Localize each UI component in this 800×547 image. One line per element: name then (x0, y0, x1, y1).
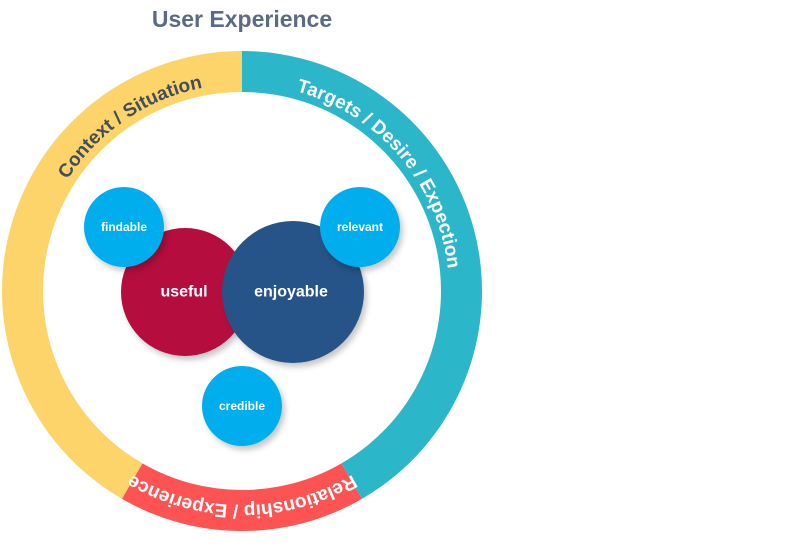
credible-label: credible (219, 399, 265, 413)
enjoyable-circle (222, 221, 364, 363)
relevant-label: relevant (337, 220, 383, 234)
findable-circle (84, 187, 164, 267)
bubble-findable: findable (84, 187, 164, 267)
bubble-credible: credible (202, 366, 282, 446)
useful-circle (121, 228, 249, 356)
credible-circle (202, 366, 282, 446)
findable-label: findable (101, 220, 147, 234)
bubble-useful (121, 228, 249, 356)
enjoyable-label: enjoyable (254, 284, 328, 301)
relevant-circle (320, 187, 400, 267)
useful-label: useful (160, 284, 207, 301)
diagram-title: User Experience (151, 6, 333, 32)
bubble-enjoyable (222, 221, 364, 363)
bubble-relevant: relevant (320, 187, 400, 267)
ring-segment-targets (242, 51, 483, 499)
ring-segment-relationship (122, 463, 362, 531)
context-ring (1, 51, 483, 531)
ring-segment-context (1, 51, 242, 499)
